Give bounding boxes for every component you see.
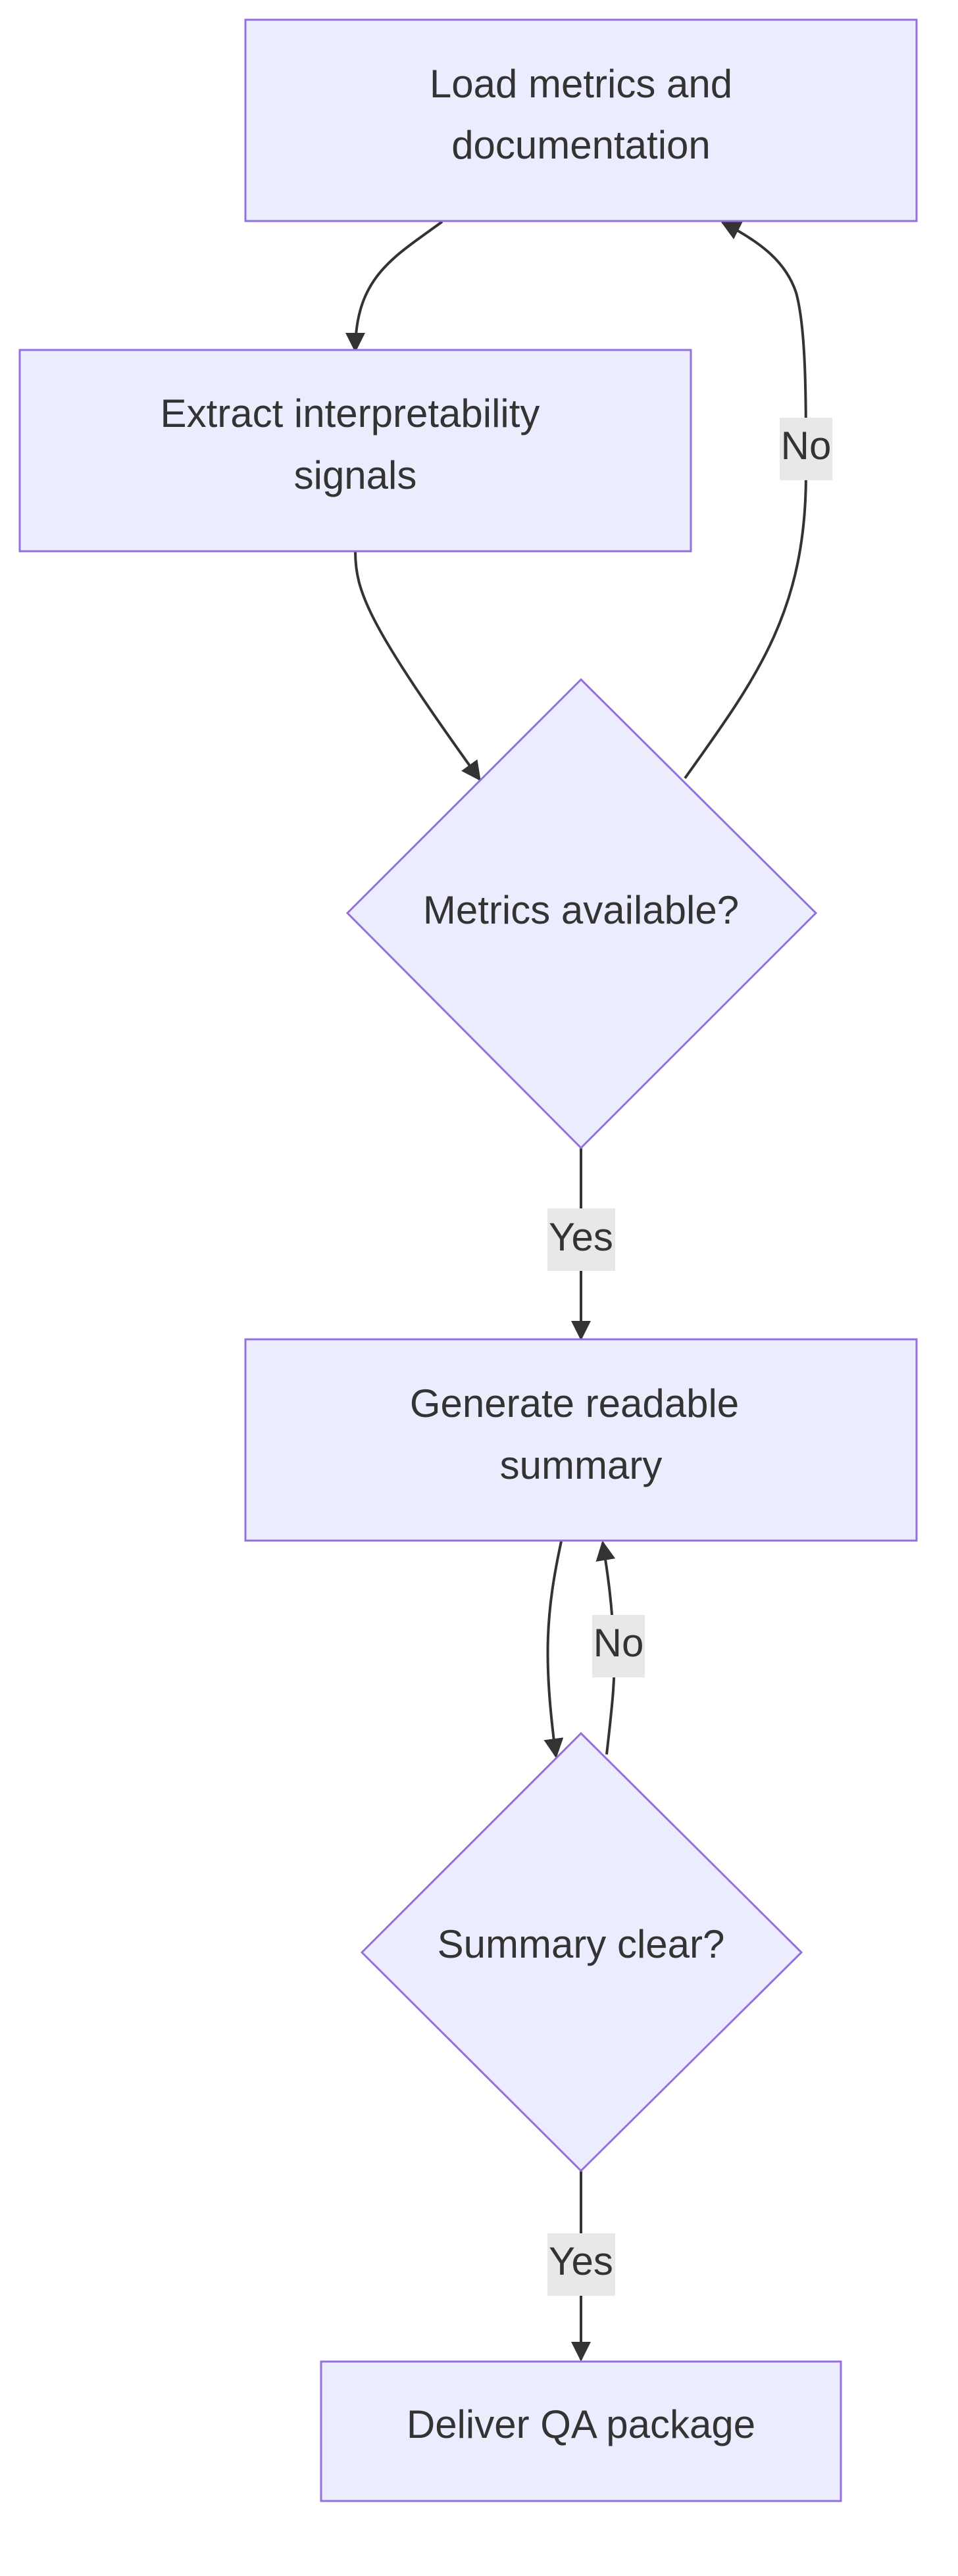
node-load-metrics-line-2: documentation (451, 123, 711, 167)
node-extract-signals-line-1: Extract interpretability (161, 391, 540, 435)
edge-label-summary-yes: Yes (547, 2233, 615, 2296)
node-extract-signals-line-2: signals (294, 453, 417, 497)
edge-label-summary-no-text: No (593, 1621, 644, 1665)
edge-label-metrics-no: No (780, 418, 832, 480)
edge-label-metrics-no-text: No (781, 424, 832, 468)
node-load-metrics-line-1: Load metrics and (430, 62, 732, 106)
node-generate-summary-line-2: summary (500, 1443, 663, 1487)
decision-metrics-available-label: Metrics available? (423, 888, 739, 932)
node-generate-summary: Generate readable summary (244, 1338, 918, 1542)
decision-metrics-available: Metrics available? (345, 678, 818, 1150)
edge-labels: No Yes No Yes (547, 418, 832, 2296)
decision-summary-clear-label: Summary clear? (438, 1922, 725, 1966)
node-load-metrics: Load metrics and documentation (244, 18, 918, 222)
node-generate-summary-line-1: Generate readable (410, 1381, 739, 1425)
decision-summary-clear: Summary clear? (360, 1731, 803, 2173)
node-deliver-qa-package-label: Deliver QA package (407, 2402, 755, 2446)
node-deliver-qa-package: Deliver QA package (320, 2360, 842, 2502)
node-extract-signals: Extract interpretability signals (18, 349, 692, 553)
edge-extract-to-metrics (354, 551, 481, 781)
edge-load-to-extract (345, 220, 443, 353)
edge-label-summary-yes-text: Yes (549, 2239, 613, 2283)
edge-label-metrics-yes-text: Yes (549, 1215, 613, 1259)
edge-label-metrics-yes: Yes (547, 1208, 615, 1271)
edge-metrics-no-to-load (684, 221, 808, 780)
edge-label-summary-no: No (592, 1615, 645, 1677)
edge-generate-to-summary (543, 1541, 564, 1758)
